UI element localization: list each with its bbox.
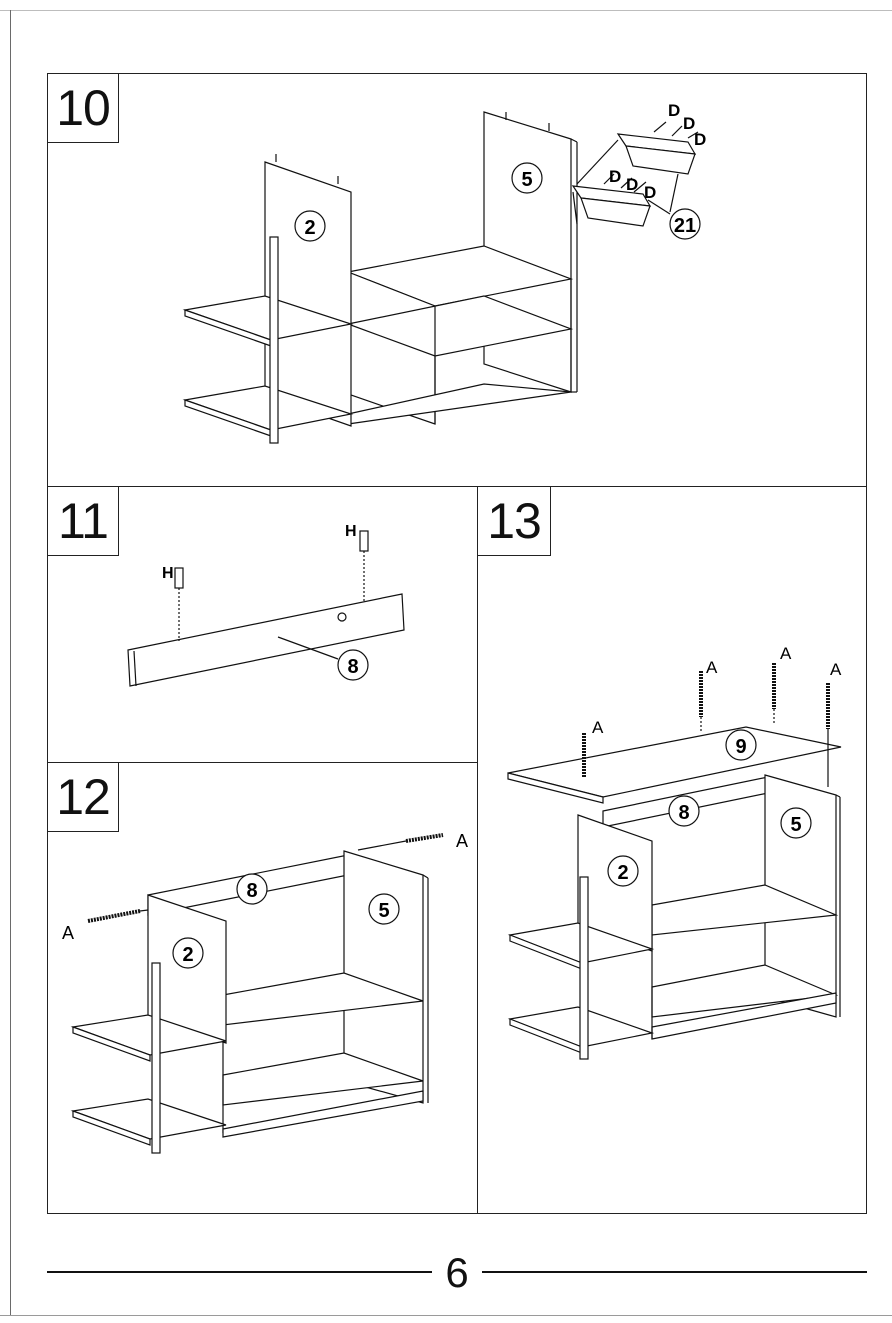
step-10-hardware-label: D — [626, 175, 638, 194]
step-10-illustration: 2 5 21 D D D D D D — [48, 74, 868, 488]
step-13-part-8-label: 8 — [678, 802, 689, 824]
step-13-illustration: 9 8 2 5 A A A A — [478, 487, 868, 1215]
step-10-part-5-label: 5 — [521, 169, 532, 191]
step-12-part-5-label: 5 — [378, 900, 389, 922]
step-10-part-21-label: 21 — [674, 215, 696, 237]
step-12-hardware-label: A — [456, 831, 468, 851]
top-rule — [0, 10, 892, 11]
step-10-hardware-label: D — [609, 167, 621, 186]
step-12-part-2-label: 2 — [182, 944, 193, 966]
step-13-part-5-label: 5 — [790, 814, 801, 836]
step-13-hardware-label: A — [592, 718, 604, 737]
step-11-panel: 8 H H 11 — [47, 486, 478, 763]
footer-rule-left — [47, 1271, 432, 1273]
step-10-hardware-label: D — [644, 183, 656, 202]
step-11-hardware-label: H — [345, 523, 357, 540]
step-10-hardware-label: D — [694, 130, 706, 149]
step-10-hardware-label: D — [668, 101, 680, 120]
step-13-hardware-label: A — [706, 658, 718, 677]
step-11-number: 11 — [48, 487, 119, 556]
step-12-part-8-label: 8 — [246, 880, 257, 902]
step-13-part-9-label: 9 — [735, 736, 746, 758]
step-13-panel: 9 8 2 5 A A A A 13 — [477, 486, 867, 1214]
bottom-rule — [0, 1315, 892, 1316]
footer-rule-right — [482, 1271, 867, 1273]
step-13-number: 13 — [478, 487, 551, 556]
step-10-part-2-label: 2 — [304, 217, 315, 239]
step-11-part-8-label: 8 — [347, 656, 358, 678]
step-10-number: 10 — [48, 74, 119, 143]
step-13-hardware-label: A — [780, 644, 792, 663]
step-12-panel: 8 2 5 A A 12 — [47, 762, 478, 1214]
left-margin-rule — [10, 10, 11, 1315]
step-10-panel: 2 5 21 D D D D D D 10 — [47, 73, 867, 487]
step-12-hardware-label: A — [62, 923, 74, 943]
step-11-hardware-label: H — [162, 565, 174, 582]
step-12-number: 12 — [48, 763, 119, 832]
step-13-hardware-label: A — [830, 660, 842, 679]
page-number: 6 — [434, 1248, 480, 1298]
step-13-part-2-label: 2 — [617, 862, 628, 884]
